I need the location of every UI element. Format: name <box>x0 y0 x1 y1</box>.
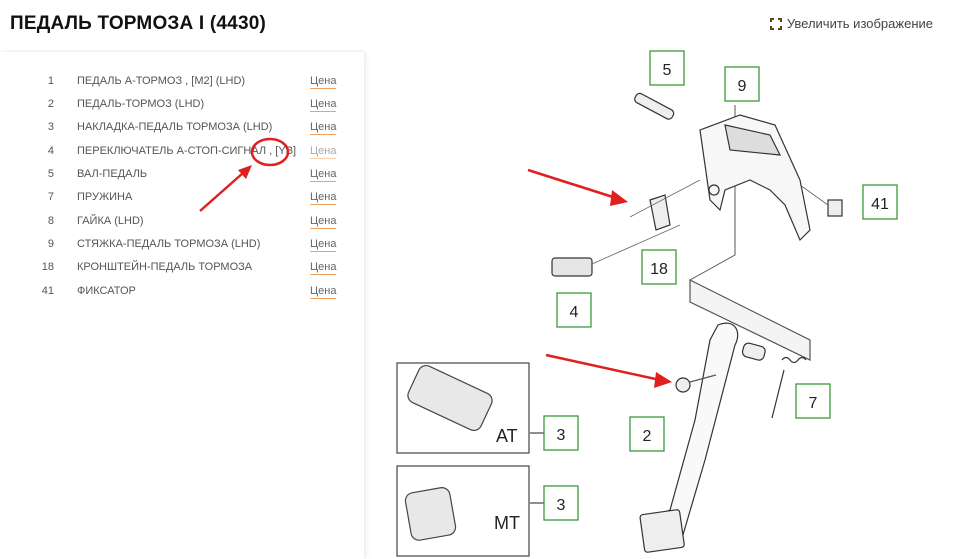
callout-label: 7 <box>809 395 818 412</box>
switch-bracket <box>649 194 671 231</box>
leader-line <box>799 184 829 206</box>
pedal-bracket <box>699 114 811 242</box>
annotation-circle <box>250 137 290 167</box>
part-row: 5 ВАЛ-ПЕДАЛЬ Цена <box>0 164 364 187</box>
part-number: 41 <box>41 285 54 297</box>
inset-at <box>396 362 530 454</box>
pedal-pad <box>639 509 685 553</box>
callout-box <box>795 383 831 419</box>
arrow-head <box>238 165 252 179</box>
annotation-arrow <box>545 353 661 382</box>
callout-label: 41 <box>871 196 889 213</box>
callout-box <box>543 485 579 521</box>
part-row: 4 ПЕРЕКЛЮЧАТЕЛЬ А-СТОП-СИГНАЛ , [YB] Цен… <box>0 141 364 164</box>
stop-switch <box>551 257 593 277</box>
callout-box <box>543 415 579 451</box>
bracket-plate <box>689 279 811 361</box>
part-row: 1 ПЕДАЛЬ А-ТОРМОЗ , [M2] (LHD) Цена <box>0 71 364 94</box>
pedal-arm <box>644 322 739 546</box>
callout-label: 2 <box>643 428 652 445</box>
part-name: ФИКСАТОР <box>77 285 136 297</box>
part-row: 41 ФИКСАТОР Цена <box>0 281 364 304</box>
price-link[interactable]: Цена <box>310 191 337 205</box>
price-link[interactable]: Цена <box>310 261 337 275</box>
part-name: ПРУЖИНА <box>77 191 133 203</box>
bracket-detail <box>724 124 782 156</box>
part-number: 18 <box>41 261 54 273</box>
part-number: 8 <box>47 215 54 227</box>
part-name: ГАЙКА (LHD) <box>77 215 144 227</box>
part-name: ВАЛ-ПЕДАЛЬ <box>77 168 148 180</box>
price-link[interactable]: Цена <box>310 145 337 159</box>
part-number: 4 <box>47 145 54 157</box>
callout-box <box>862 184 898 220</box>
part-row: 8 ГАЙКА (LHD) Цена <box>0 211 364 234</box>
callout-label: 9 <box>738 78 747 95</box>
price-link[interactable]: Цена <box>310 285 337 299</box>
part-name: ПЕДАЛЬ А-ТОРМОЗ , [M2] (LHD) <box>77 75 246 87</box>
part-name: НАКЛАДКА-ПЕДАЛЬ ТОРМОЗА (LHD) <box>77 121 273 133</box>
price-link[interactable]: Цена <box>310 238 337 252</box>
price-link[interactable]: Цена <box>310 168 337 182</box>
arrow-head <box>654 372 672 388</box>
price-link[interactable]: Цена <box>310 75 337 89</box>
callout-box <box>629 416 665 452</box>
part-number: 5 <box>47 168 54 180</box>
part-number: 7 <box>47 191 54 203</box>
bracket-hole <box>708 184 720 196</box>
callout-label: 4 <box>570 304 579 321</box>
pedal-shaft <box>634 92 675 120</box>
pedal-bushing <box>741 342 766 361</box>
callout-label: 3 <box>557 497 566 514</box>
annotation-overlay <box>199 137 290 212</box>
part-number: 2 <box>47 98 54 110</box>
callout-box <box>724 66 760 102</box>
variant-label: MT <box>494 513 520 533</box>
part-name: ПЕРЕКЛЮЧАТЕЛЬ А-СТОП-СИГНАЛ , [YB] <box>77 145 297 157</box>
price-link[interactable]: Цена <box>310 215 337 229</box>
callout-box <box>556 292 592 328</box>
callout-box <box>641 249 677 285</box>
part-row: 18 КРОНШТЕЙН-ПЕДАЛЬ ТОРМОЗА Цена <box>0 257 364 280</box>
callout-box <box>649 50 685 86</box>
annotation-arrow <box>199 172 244 212</box>
part-number: 1 <box>47 75 54 87</box>
inset-mt <box>396 465 530 557</box>
enlarge-image-link[interactable]: Увеличить изображение <box>769 16 933 31</box>
arrow-head <box>610 190 628 206</box>
at-pedal-pad <box>407 365 493 431</box>
parts-diagram: AT MT 5 9 41 18 4 2 7 3 3 <box>396 50 898 557</box>
price-link[interactable]: Цена <box>310 98 337 112</box>
parts-list: 1 ПЕДАЛЬ А-ТОРМОЗ , [M2] (LHD) Цена 2 ПЕ… <box>0 52 364 559</box>
return-spring <box>771 356 807 419</box>
callout-label: 3 <box>557 427 566 444</box>
part-row: 2 ПЕДАЛЬ-ТОРМОЗ (LHD) Цена <box>0 94 364 117</box>
part-name: ПЕДАЛЬ-ТОРМОЗ (LHD) <box>77 98 205 110</box>
part-name: КРОНШТЕЙН-ПЕДАЛЬ ТОРМОЗА <box>77 261 253 273</box>
part-row: 9 СТЯЖКА-ПЕДАЛЬ ТОРМОЗА (LHD) Цена <box>0 234 364 257</box>
enlarge-label: Увеличить изображение <box>786 16 933 31</box>
leader-line <box>629 179 701 218</box>
leader-line <box>591 224 681 265</box>
callout-label: 5 <box>663 62 672 79</box>
expand-icon <box>769 17 782 30</box>
callout-label: 18 <box>650 261 668 278</box>
price-link[interactable]: Цена <box>310 121 337 135</box>
part-number: 9 <box>47 238 54 250</box>
part-number: 3 <box>47 121 54 133</box>
part-row: 3 НАКЛАДКА-ПЕДАЛЬ ТОРМОЗА (LHD) Цена <box>0 117 364 140</box>
annotation-arrow <box>527 168 617 200</box>
mt-pedal-pad <box>404 487 457 541</box>
part-name: СТЯЖКА-ПЕДАЛЬ ТОРМОЗА (LHD) <box>77 238 261 250</box>
variant-label: AT <box>496 426 518 446</box>
part-row: 7 ПРУЖИНА Цена <box>0 187 364 210</box>
page-title: ПЕДАЛЬ ТОРМОЗА I (4430) <box>10 13 267 34</box>
retainer-clip <box>827 199 843 217</box>
leader-line <box>689 374 717 383</box>
pedal-pin <box>675 377 691 393</box>
